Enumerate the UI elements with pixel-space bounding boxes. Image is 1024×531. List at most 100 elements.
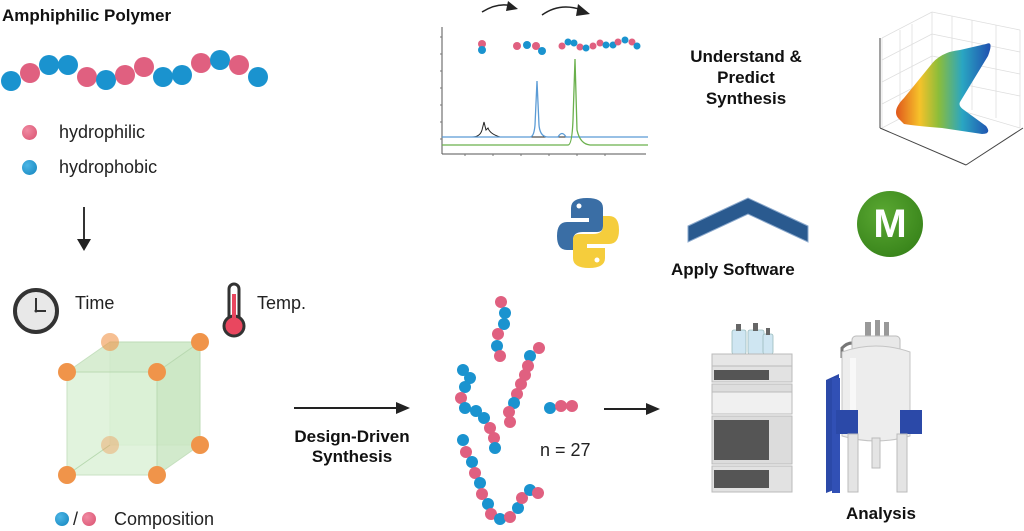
hydrophobic-bead	[210, 50, 230, 70]
hydrophilic-bead	[460, 446, 472, 458]
hydrophobic-bead	[523, 41, 531, 49]
design-point	[58, 466, 76, 484]
polymer-title: Amphiphilic Polymer	[2, 6, 172, 25]
design-space-cube	[58, 333, 209, 484]
m-software-logo-icon: M	[857, 191, 923, 257]
hydrophilic-bead	[532, 42, 540, 50]
hydrophobic-bead	[96, 70, 116, 90]
hydrophobic-bead-icon	[55, 512, 69, 526]
hydrophilic-bead	[455, 392, 467, 404]
hydrophobic-bead	[459, 402, 471, 414]
hydrophilic-bead	[492, 328, 504, 340]
composition-slash: /	[73, 508, 79, 529]
python-logo-icon	[557, 198, 619, 268]
temp-label: Temp.	[257, 293, 307, 313]
hydrophobic-bead	[474, 477, 486, 489]
hydrophilic-bead	[229, 55, 249, 75]
down-arrow-icon	[77, 207, 91, 251]
hydrophilic-bead	[77, 67, 97, 87]
polymer-library	[455, 296, 578, 525]
hydrophobic-bead	[248, 67, 268, 87]
synthesis-label-line1: Design-Driven	[294, 427, 410, 446]
hydrophobic-bead	[498, 318, 510, 330]
hydrophilic-bead	[191, 53, 211, 73]
synthesis-label: Design-Driven Synthesis	[270, 427, 434, 467]
hydrophilic-bead	[20, 63, 40, 83]
hydrophilic-bead	[469, 467, 481, 479]
hydrophobic-bead	[470, 405, 482, 417]
hydrophilic-bead	[576, 43, 584, 51]
hydrophobic-bead	[499, 307, 511, 319]
hydrophobic-bead	[494, 513, 506, 525]
analysis-label: Analysis	[846, 504, 916, 523]
reaction-arrow-1-head	[506, 1, 518, 11]
hydrophobic-bead	[564, 38, 572, 46]
hydrophilic-bead	[533, 342, 545, 354]
hydrophilic-bead	[516, 492, 528, 504]
hydrophilic-bead	[504, 416, 516, 428]
hydrophobic-bead	[478, 412, 490, 424]
hydrophilic-bead	[519, 369, 531, 381]
hydrophilic-bead	[503, 406, 515, 418]
hydrophobic-bead	[570, 39, 578, 47]
hydrophilic-bead	[115, 65, 135, 85]
hydrophobic-bead	[39, 55, 59, 75]
hydrophobic-bead	[1, 71, 21, 91]
hydrophobic-bead	[478, 46, 486, 54]
nmr-instrument-icon	[826, 320, 922, 493]
hydrophilic-bead	[488, 432, 500, 444]
chevron-software-logo-icon	[687, 197, 809, 243]
design-point	[101, 333, 119, 351]
time-label: Time	[75, 293, 115, 313]
trace-polymer	[442, 58, 648, 146]
hydrophilic-bead	[494, 350, 506, 362]
design-point	[148, 363, 166, 381]
surface-plot-3d	[879, 11, 1024, 166]
hydrophobic-bead	[457, 364, 469, 376]
understand-label: Understand & Predict Synthesis	[660, 46, 832, 109]
hydrophobic-bead	[464, 372, 476, 384]
hydrophilic-bead-icon	[82, 512, 97, 526]
hydrophilic-bead-icon	[22, 124, 37, 140]
legend-hydrophilic-label: hydrophilic	[59, 121, 146, 142]
reaction-arrow-2-head	[576, 4, 590, 16]
reaction-arrow-2-icon	[541, 6, 583, 16]
hydrophobic-bead	[58, 55, 78, 75]
hydrophobic-bead	[489, 442, 501, 454]
hydrophobic-bead	[153, 67, 173, 87]
hydrophobic-bead	[457, 434, 469, 446]
synthesis-label-line2: Synthesis	[311, 447, 393, 466]
hydrophobic-bead	[544, 402, 556, 414]
hydrophobic-bead-icon	[22, 159, 37, 175]
understand-label-line2: Predict	[717, 68, 775, 87]
apply-software-label: Apply Software	[671, 260, 795, 279]
hydrophobic-bead	[512, 502, 524, 514]
hplc-instrument-icon	[711, 323, 793, 493]
hydrophilic-bead	[589, 42, 597, 50]
m-logo-letter: M	[873, 202, 907, 246]
legend-hydrophobic: hydrophobic	[22, 156, 157, 178]
trace-monomer	[442, 121, 570, 138]
design-point	[148, 466, 166, 484]
hydrophobic-bead	[466, 456, 478, 468]
chromatogram-plot	[440, 1, 648, 156]
hydrophilic-bead	[495, 296, 507, 308]
hydrophilic-bead	[628, 38, 636, 46]
hydrophilic-bead	[532, 487, 544, 499]
legend-hydrophilic: hydrophilic	[22, 121, 145, 143]
hydrophobic-bead	[524, 350, 536, 362]
synthesis-arrow-icon	[294, 402, 410, 414]
legend-hydrophobic-label: hydrophobic	[59, 156, 158, 177]
understand-label-line1: Understand &	[690, 47, 802, 66]
design-point	[191, 333, 209, 351]
hydrophobic-bead	[491, 340, 503, 352]
thermometer-icon	[222, 282, 246, 338]
analysis-arrow-icon	[604, 403, 660, 415]
hydrophilic-bead	[555, 400, 567, 412]
hydrophilic-bead	[478, 40, 486, 48]
hydrophobic-bead	[633, 42, 641, 50]
hydrophilic-bead	[513, 42, 521, 50]
design-point	[58, 363, 76, 381]
hydrophobic-bead	[538, 47, 546, 55]
composition-label: Composition	[114, 508, 215, 529]
